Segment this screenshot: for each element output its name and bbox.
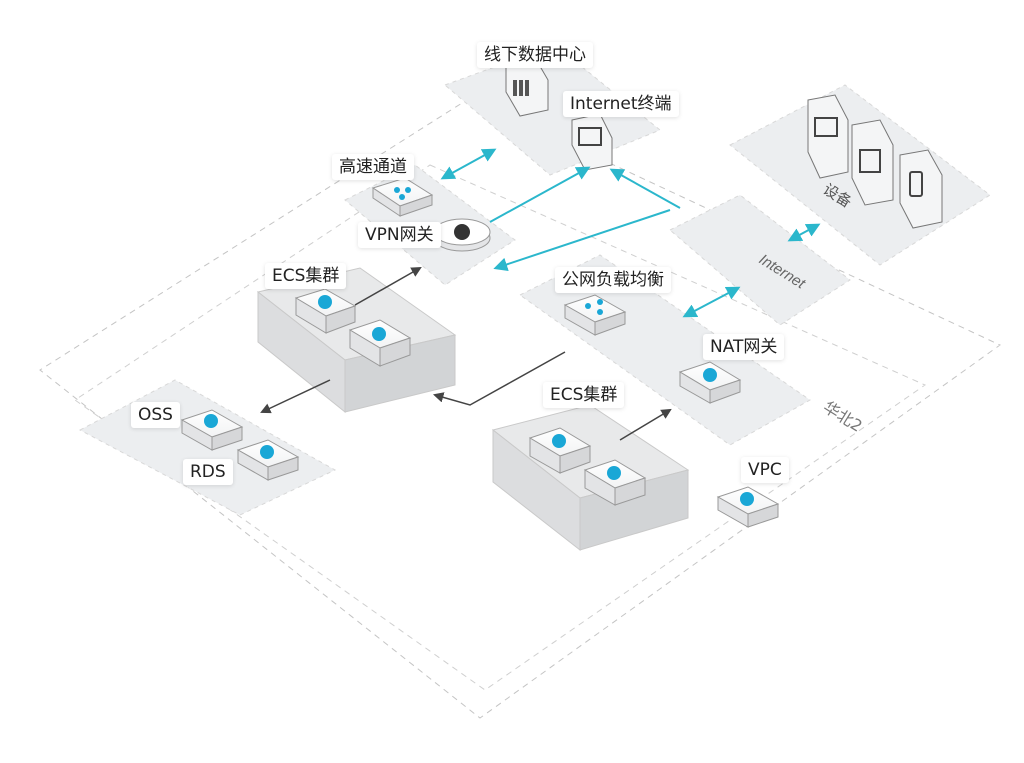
label-slb: 公网负载均衡 [555,267,671,293]
zone-internet [669,194,851,326]
region-label: 华北2 [820,397,866,435]
region-zone-inner [74,164,927,691]
tile-ecs-2 [348,319,412,367]
link-ecs-nat [619,408,672,441]
vpn-gateway-device [433,218,491,252]
monitor-icon [814,117,838,137]
share-nodes-icon [585,299,603,315]
globe-key-icon [454,224,470,240]
tile-vpc [716,486,780,528]
server-cloud-icon [552,434,566,448]
cyan-links [440,148,821,318]
label-express-connect: 高速通道 [332,154,414,180]
phone-icon [909,171,923,197]
server-cloud-icon [318,295,332,309]
label-offline-dc: 线下数据中心 [477,42,593,68]
label-ecs-cluster-bottom: ECS集群 [543,382,625,408]
label-internet-terminal: Internet终端 [563,91,679,117]
cloud-network-icon [740,492,754,506]
link-vpn-terminal [489,166,591,223]
tile-nat [678,361,742,404]
tile-express-connect [371,177,434,217]
link-internet-devices [787,223,821,242]
label-rds: RDS [183,459,233,485]
tile-slb [563,294,627,336]
network-nodes-icon [394,187,411,200]
server-cloud-icon [372,327,386,341]
monitor-icon [578,127,602,146]
link-terminal-internet [609,168,681,209]
label-vpn-gateway: VPN网关 [358,222,441,248]
link-ecs-oss [260,379,331,414]
label-vpc: VPC [741,457,789,483]
device-printer [851,119,894,206]
link-nat-internet [682,286,741,318]
cloud-upload-icon [204,414,218,428]
database-cloud-icon [260,445,274,459]
nat-arrows-icon [703,368,717,382]
tile-rds [236,439,300,481]
device-phone [899,149,943,229]
link-internet-slb [493,209,671,272]
link-slb-ecs [432,351,566,406]
tile-ecs-3 [528,427,592,474]
datacenter-building-icon [513,80,529,96]
device-monitor [807,94,849,179]
link-express-dc [440,148,497,180]
tile-oss [180,409,244,451]
link-ecs-vpn [354,266,422,306]
label-ecs-cluster-top: ECS集群 [265,263,347,289]
server-cloud-icon [607,466,621,480]
dark-links [260,266,672,441]
label-nat-gateway: NAT网关 [703,334,785,360]
tile-ecs-1 [294,288,357,334]
printer-icon [859,149,881,173]
label-oss: OSS [131,402,180,428]
tile-ecs-4 [583,459,647,506]
